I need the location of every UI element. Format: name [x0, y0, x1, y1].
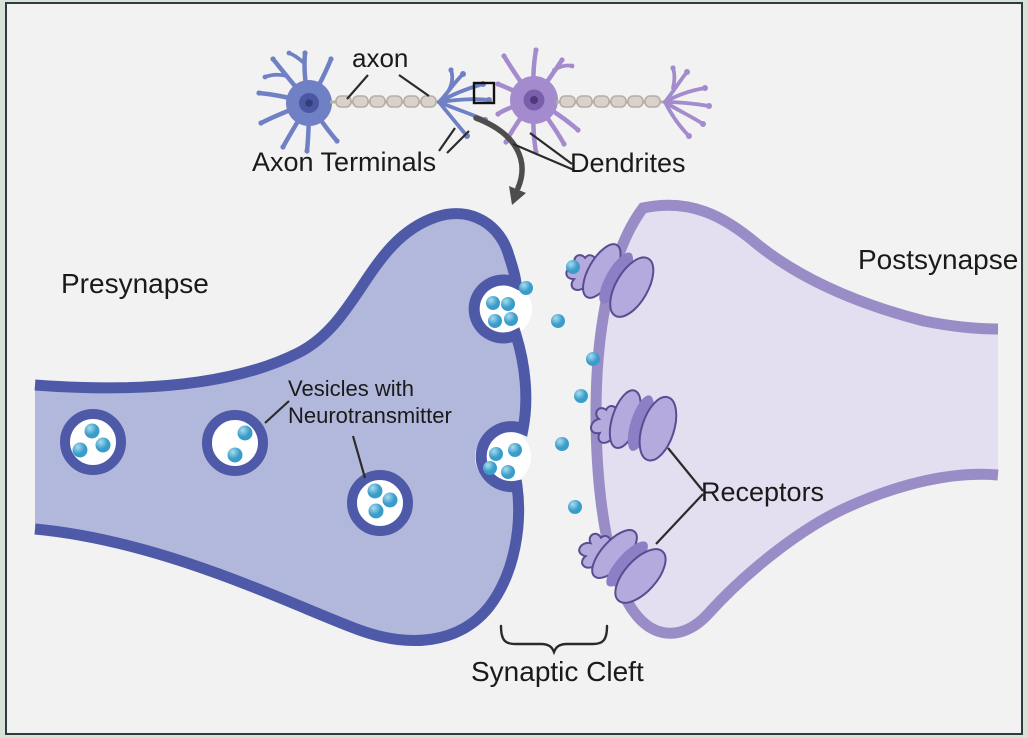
pocket-neurotransmitter [483, 296, 522, 479]
blue-neuron [256, 50, 340, 154]
blue-nucleolus [305, 99, 313, 107]
overview-neurons [256, 47, 712, 205]
vesicles-label-line2: Neurotransmitter [288, 403, 452, 428]
synaptic-cleft-brace [499, 624, 609, 656]
inset-box [472, 81, 496, 105]
dendrites-label: Dendrites [570, 148, 686, 178]
vesicles-label: Vesicles with Neurotransmitter [288, 375, 452, 429]
presynapse-shape [35, 213, 526, 641]
blue-axon-myelin [330, 95, 440, 108]
axon-label: axon [352, 43, 409, 73]
vesicles-label-line1: Vesicles with [288, 376, 414, 401]
synapse-diagram [34, 199, 999, 656]
purple-neuron [495, 47, 581, 155]
vesicle [60, 409, 126, 475]
zoom-arrow-icon [473, 115, 525, 191]
postsynapse-label: Postsynapse [858, 244, 1019, 275]
vesicle [202, 410, 268, 476]
cleft-neurotransmitter [519, 260, 600, 514]
purple-nucleolus [530, 96, 538, 104]
purple-axon-terminals [663, 65, 712, 139]
synapse-pointer-lines [264, 400, 704, 545]
presynaptic-membrane [34, 208, 532, 647]
overview-pointer-lines [346, 74, 575, 172]
presynapse-label: Presynapse [61, 268, 209, 299]
receptors-label: Receptors [701, 477, 825, 507]
postsynapse-shape [596, 205, 998, 634]
diagram-canvas [5, 2, 1023, 735]
synapse-artwork [34, 47, 999, 656]
zoom-arrow-head [509, 186, 526, 205]
vesicle [347, 470, 413, 536]
purple-axon-myelin [556, 95, 666, 108]
axon-terminals-label: Axon Terminals [252, 147, 437, 177]
synaptic-cleft-label: Synaptic Cleft [471, 656, 644, 687]
